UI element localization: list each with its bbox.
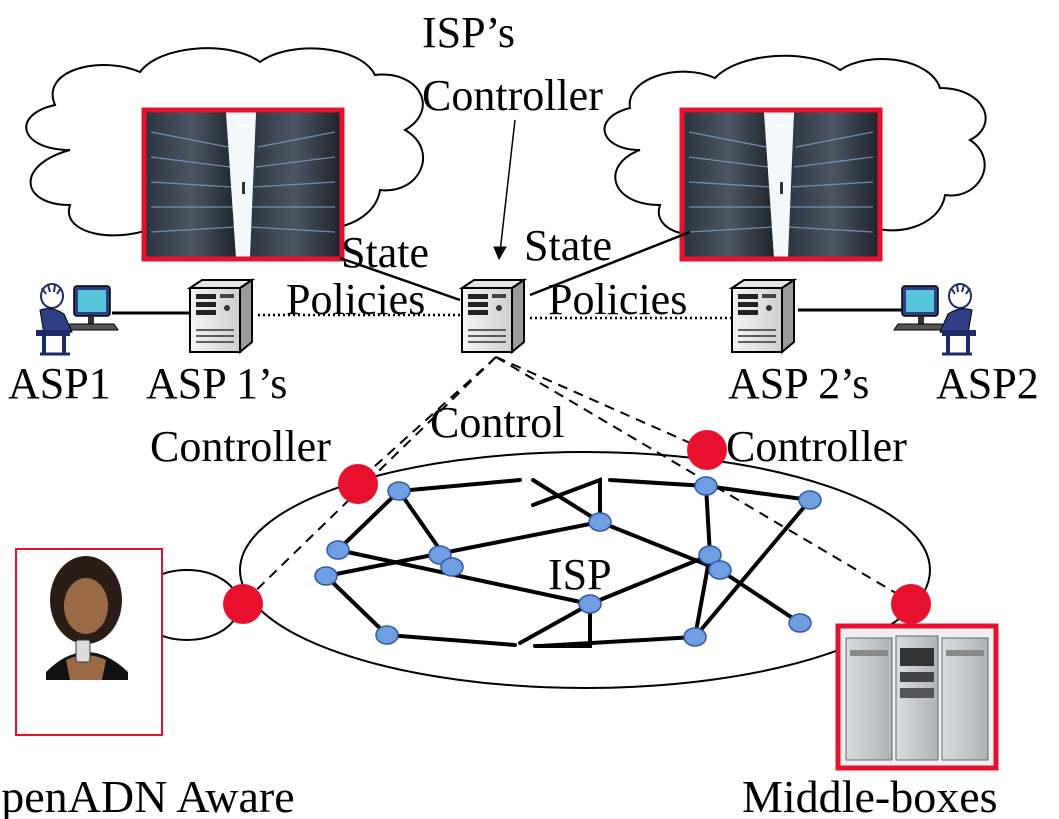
openadn-aware-label: OpenADN Aware bbox=[0, 771, 295, 819]
router-node-icon bbox=[578, 594, 602, 614]
attachment-point-icon bbox=[338, 464, 378, 504]
asp2-user-icon bbox=[892, 282, 978, 356]
asp1-controller-label-line2: Controller bbox=[150, 422, 331, 471]
router-node-icon bbox=[375, 625, 399, 645]
isp-network-boundary bbox=[239, 451, 931, 689]
asp1-datacenter-photo bbox=[141, 107, 345, 262]
router-node-icon bbox=[326, 540, 350, 560]
router-node-icon bbox=[683, 627, 707, 647]
state-label-left: State bbox=[341, 228, 429, 277]
policies-label-left: Policies bbox=[286, 275, 425, 324]
router-node-icon bbox=[387, 481, 411, 501]
attachment-point-icon bbox=[891, 584, 931, 624]
attachment-point-icon bbox=[687, 430, 727, 470]
middle-boxes-label: Middle-boxes bbox=[742, 771, 998, 819]
asp1-user-icon bbox=[34, 282, 120, 356]
router-node-icon bbox=[694, 476, 718, 496]
isp-network-links bbox=[324, 477, 812, 648]
openadn-aware-user-photo bbox=[15, 548, 163, 736]
asp2-controller-label-line2: Controller bbox=[726, 422, 907, 471]
policies-label-right: Policies bbox=[548, 275, 687, 324]
router-node-icon bbox=[798, 490, 822, 510]
asp2-label: ASP2 bbox=[936, 359, 1039, 408]
asp1-controller-server-icon bbox=[189, 279, 253, 353]
attachment-point-icon bbox=[223, 584, 263, 624]
asp1-label: ASP1 bbox=[8, 359, 111, 408]
asp2-controller-server-icon bbox=[731, 279, 795, 353]
router-node-icon bbox=[440, 557, 464, 577]
isp-controller-label-line1: ISP’s bbox=[422, 8, 515, 57]
asp2-controller-label-line1: ASP 2’s bbox=[728, 359, 869, 408]
isp-label: ISP bbox=[548, 550, 612, 599]
isp-router-nodes bbox=[314, 476, 822, 647]
isp-controller-server-icon bbox=[461, 279, 525, 353]
control-label: Control bbox=[430, 398, 564, 447]
controller-links bbox=[112, 119, 910, 320]
router-node-icon bbox=[588, 512, 612, 532]
middle-boxes-photo bbox=[835, 623, 999, 771]
attachment-points bbox=[223, 430, 931, 624]
state-label-right: State bbox=[524, 221, 612, 270]
router-node-icon bbox=[788, 613, 812, 633]
router-node-icon bbox=[708, 560, 732, 580]
asp1-controller-label-line1: ASP 1’s bbox=[146, 359, 287, 408]
router-node-icon bbox=[314, 566, 338, 586]
isp-controller-label-line2: Controller bbox=[422, 71, 603, 120]
asp2-datacenter-photo bbox=[679, 107, 883, 262]
router-node-icon bbox=[698, 545, 722, 565]
